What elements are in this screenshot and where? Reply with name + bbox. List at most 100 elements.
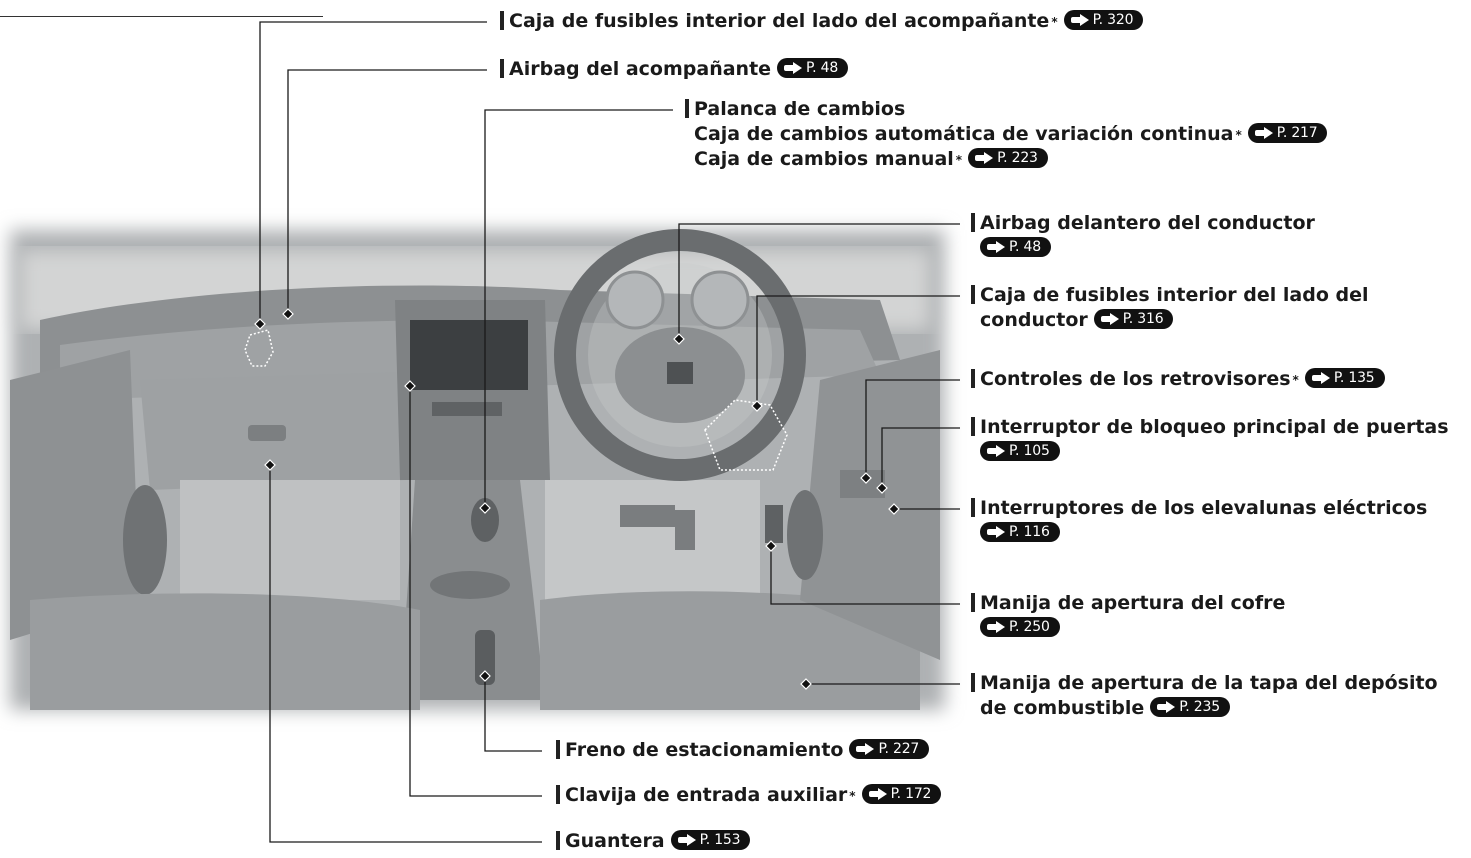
asterisk-marker: * bbox=[1051, 15, 1058, 29]
callout-bar bbox=[971, 673, 975, 692]
callout-line: Caja de cambios automática de variación … bbox=[694, 122, 1328, 147]
page-reference-label: P. 48 bbox=[1009, 238, 1041, 255]
page-reference-label: P. 48 bbox=[806, 59, 839, 76]
callout-line: Caja de fusibles interior del lado del bbox=[980, 283, 1369, 308]
callout-bar bbox=[971, 417, 975, 436]
callout-line: Interruptores de los elevalunas eléctric… bbox=[980, 496, 1427, 521]
callout-bar bbox=[685, 99, 689, 118]
callout-bar bbox=[971, 498, 975, 517]
arrow-right-icon bbox=[1157, 701, 1176, 713]
callout-driver-front-airbag: Airbag delantero del conductor P. 48 bbox=[971, 211, 1315, 261]
callout-fuel-door-release: Manija de apertura de la tapa del depósi… bbox=[971, 671, 1438, 721]
arrow-right-icon bbox=[784, 62, 803, 74]
page-reference-label: P. 135 bbox=[1333, 369, 1375, 386]
callout-text: conductor bbox=[980, 309, 1088, 331]
page-reference-label: P. 172 bbox=[890, 785, 932, 802]
page-reference-link[interactable]: P. 153 bbox=[670, 830, 751, 850]
callout-hood-release: Manija de apertura del cofre P. 250 bbox=[971, 591, 1285, 641]
callout-line: Clavija de entrada auxiliar*P. 172 bbox=[565, 783, 942, 808]
page-reference-label: P. 116 bbox=[1009, 523, 1050, 540]
page-reference-link[interactable]: P. 223 bbox=[968, 148, 1048, 168]
callout-text: Palanca de cambios bbox=[694, 98, 906, 120]
arrow-right-icon bbox=[856, 743, 875, 755]
callout-line: Caja de fusibles interior del lado del a… bbox=[509, 9, 1144, 34]
page-reference-link[interactable]: P. 48 bbox=[777, 58, 849, 78]
callout-text: Freno de estacionamiento bbox=[565, 739, 844, 761]
arrow-right-icon bbox=[1100, 313, 1119, 325]
callout-line: Manija de apertura de la tapa del depósi… bbox=[980, 671, 1438, 696]
page-reference-link[interactable]: P. 105 bbox=[980, 441, 1060, 461]
callout-line: Interruptor de bloqueo principal de puer… bbox=[980, 415, 1449, 440]
asterisk-marker: * bbox=[1235, 128, 1242, 142]
callout-text: Manija de apertura de la tapa del depósi… bbox=[980, 672, 1438, 694]
arrow-right-icon bbox=[987, 621, 1005, 633]
page-reference-link[interactable]: P. 172 bbox=[861, 784, 942, 804]
callout-text: Caja de fusibles interior del lado del a… bbox=[509, 10, 1050, 32]
callout-text: Airbag del acompañante bbox=[509, 58, 772, 80]
arrow-right-icon bbox=[987, 241, 1005, 253]
page-reference-link[interactable]: P. 48 bbox=[980, 237, 1051, 257]
callout-line: Airbag delantero del conductor bbox=[980, 211, 1315, 236]
passenger-fuse-box-outline bbox=[244, 329, 274, 367]
callout-bar bbox=[971, 593, 975, 612]
page-reference-link[interactable]: P. 217 bbox=[1247, 123, 1328, 143]
callout-bar bbox=[500, 11, 504, 30]
page-reference-label: P. 320 bbox=[1092, 11, 1134, 28]
page-reference-link[interactable]: P. 250 bbox=[980, 617, 1060, 637]
callout-line: P. 250 bbox=[980, 616, 1285, 641]
asterisk-marker: * bbox=[1292, 373, 1299, 387]
page-reference-link[interactable]: P. 116 bbox=[980, 522, 1060, 542]
callout-line: Airbag del acompañante P. 48 bbox=[509, 57, 849, 82]
callout-text: Interruptor de bloqueo principal de puer… bbox=[980, 416, 1449, 438]
asterisk-marker: * bbox=[955, 153, 963, 167]
arrow-right-icon bbox=[1070, 14, 1089, 26]
callout-aux-jack: Clavija de entrada auxiliar*P. 172 bbox=[556, 783, 942, 808]
callout-bar bbox=[556, 740, 560, 759]
arrow-right-icon bbox=[677, 834, 696, 846]
callout-driver-fuse-box: Caja de fusibles interior del lado del co… bbox=[971, 283, 1369, 333]
callout-line: P. 105 bbox=[980, 440, 1449, 465]
page-reference-label: P. 217 bbox=[1276, 124, 1318, 141]
page-reference-label: P. 153 bbox=[699, 831, 741, 848]
page-reference-link[interactable]: P. 135 bbox=[1304, 368, 1385, 388]
page-reference-label: P. 105 bbox=[1009, 442, 1050, 459]
callout-power-window-switches: Interruptores de los elevalunas eléctric… bbox=[971, 496, 1427, 546]
header-rule bbox=[0, 16, 323, 17]
callout-bar bbox=[971, 285, 975, 304]
arrow-right-icon bbox=[987, 445, 1005, 457]
callout-passenger-fuse-box: Caja de fusibles interior del lado del a… bbox=[500, 9, 1144, 34]
callout-passenger-airbag: Airbag del acompañante P. 48 bbox=[500, 57, 849, 82]
callout-mirror-controls: Controles de los retrovisores*P. 135 bbox=[971, 367, 1385, 392]
callout-bar bbox=[556, 785, 560, 804]
driver-fuse-box-outline bbox=[704, 399, 788, 471]
callout-text: Clavija de entrada auxiliar bbox=[565, 784, 848, 806]
page-reference-label: P. 316 bbox=[1122, 310, 1164, 327]
callout-bar bbox=[971, 369, 975, 388]
page-reference-link[interactable]: P. 227 bbox=[849, 739, 930, 759]
callout-text: Manija de apertura del cofre bbox=[980, 592, 1286, 614]
page-reference-link[interactable]: P. 320 bbox=[1063, 10, 1144, 30]
anchor-markers bbox=[254, 308, 900, 690]
arrow-right-icon bbox=[1311, 372, 1330, 384]
page-reference-link[interactable]: P. 235 bbox=[1150, 697, 1230, 717]
callout-text: Caja de fusibles interior del lado del bbox=[980, 284, 1369, 306]
callout-bar bbox=[971, 213, 975, 232]
callout-text: Interruptores de los elevalunas eléctric… bbox=[980, 497, 1428, 519]
callout-bar bbox=[556, 831, 560, 850]
page-reference-link[interactable]: P. 316 bbox=[1093, 309, 1174, 329]
callout-text: Caja de cambios manual bbox=[694, 148, 954, 170]
callout-line: Controles de los retrovisores*P. 135 bbox=[980, 367, 1385, 392]
callout-master-door-lock: Interruptor de bloqueo principal de puer… bbox=[971, 415, 1449, 465]
arrow-right-icon bbox=[975, 152, 994, 164]
page-reference-label: P. 223 bbox=[997, 149, 1038, 166]
callout-line: Manija de apertura del cofre bbox=[980, 591, 1285, 616]
callout-line: Palanca de cambios bbox=[694, 97, 1327, 122]
arrow-right-icon bbox=[1254, 127, 1273, 139]
